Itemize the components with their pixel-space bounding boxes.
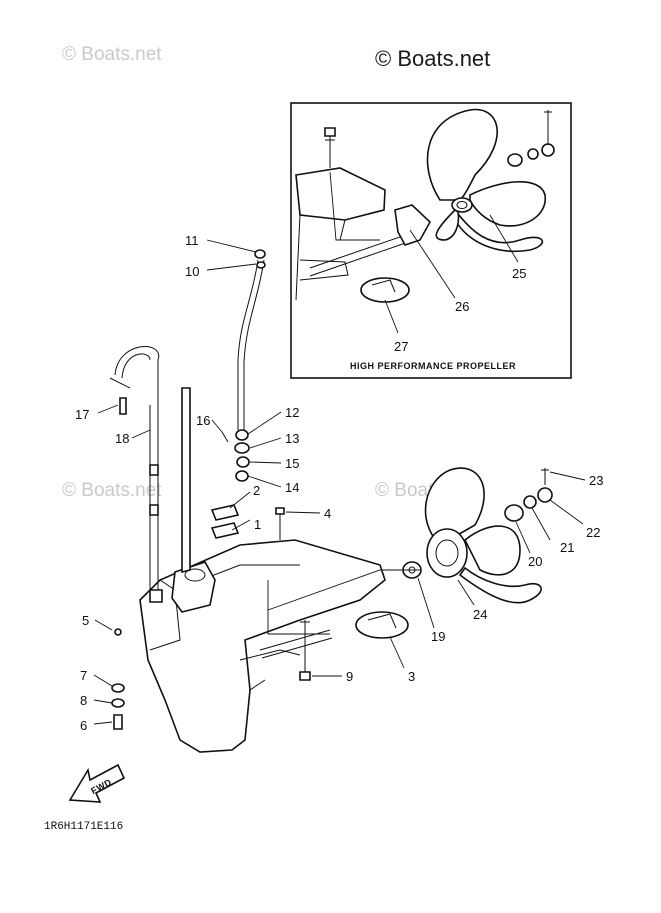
callout-14: 14 [285,480,299,495]
callout-23: 23 [589,473,603,488]
diagram-code: 1R6H1171E116 [44,821,123,833]
callout-4: 4 [324,506,331,521]
callout-21: 21 [560,540,574,555]
callout-15: 15 [285,456,299,471]
callout-8: 8 [80,693,87,708]
callout-2: 2 [253,483,260,498]
callout-1: 1 [254,517,261,532]
callout-16: 16 [196,413,210,428]
callout-11: 11 [185,233,199,248]
lower-unit-assembly [93,239,586,753]
callout-22: 22 [586,525,600,540]
callout-5: 5 [82,613,89,628]
callout-27: 27 [394,339,408,354]
inset-caption: HIGH PERFORMANCE PROPELLER [350,361,516,371]
callout-26: 26 [455,299,469,314]
watermark-top-left: © Boats.net [62,44,162,65]
callout-7: 7 [80,668,87,683]
callout-12: 12 [285,405,299,420]
inset-high-performance-propeller: HIGH PERFORMANCE PROPELLER 25 26 27 [290,102,572,379]
watermark-mid-left: © Boats.net [62,480,162,501]
callout-17: 17 [75,407,89,422]
callout-3: 3 [408,669,415,684]
callout-6: 6 [80,718,87,733]
fwd-arrow-icon: FWD [68,763,126,803]
callout-19: 19 [431,629,445,644]
callout-25: 25 [512,266,526,281]
callout-13: 13 [285,431,299,446]
callout-20: 20 [528,554,542,569]
callout-10: 10 [185,264,199,279]
callout-24: 24 [473,607,487,622]
watermark-top-right: © Boats.net [375,46,491,71]
callout-9: 9 [346,669,353,684]
callout-18: 18 [115,431,129,446]
